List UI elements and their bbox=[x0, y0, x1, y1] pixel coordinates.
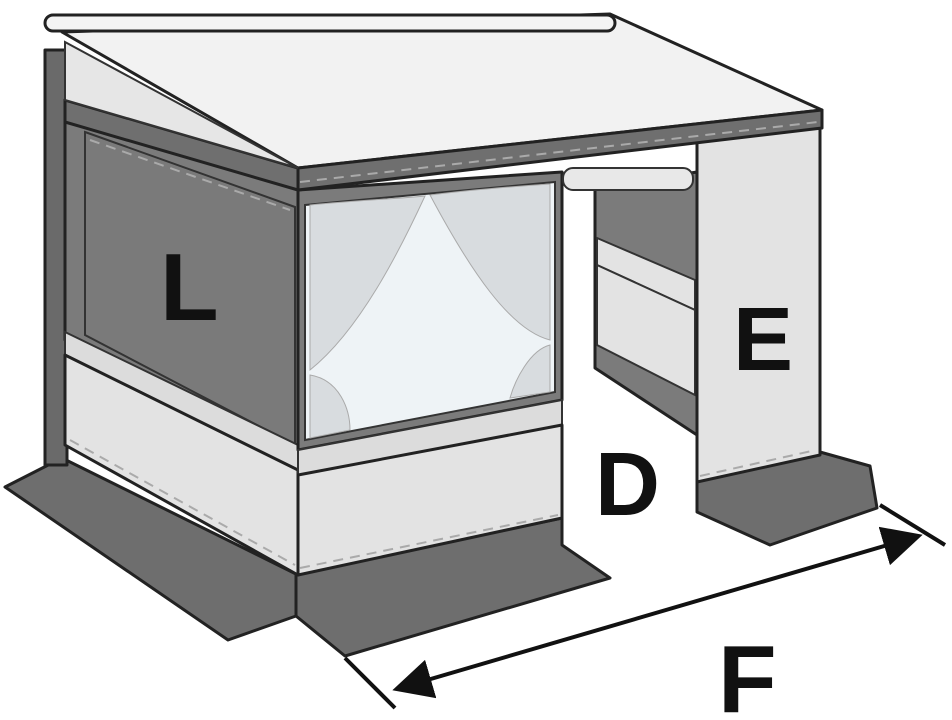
dimension-arrow bbox=[392, 526, 923, 699]
label-width: F bbox=[718, 626, 777, 720]
front-wall bbox=[296, 170, 564, 577]
width-dimension bbox=[343, 503, 947, 710]
roof bbox=[43, 12, 824, 192]
curtain-left bbox=[309, 195, 426, 372]
front-lower-panel bbox=[296, 423, 564, 577]
label-end-wall: E bbox=[733, 290, 793, 390]
door-interior bbox=[562, 167, 699, 437]
curtain-right bbox=[429, 183, 551, 341]
dimension-tick-right bbox=[878, 503, 947, 547]
rolled-door-flap bbox=[562, 167, 694, 191]
roller-cassette bbox=[43, 13, 617, 33]
dimension-tick-left bbox=[343, 656, 397, 710]
label-left-wall: L bbox=[160, 234, 219, 341]
label-door: D bbox=[595, 435, 660, 535]
left-wall bbox=[63, 98, 300, 577]
